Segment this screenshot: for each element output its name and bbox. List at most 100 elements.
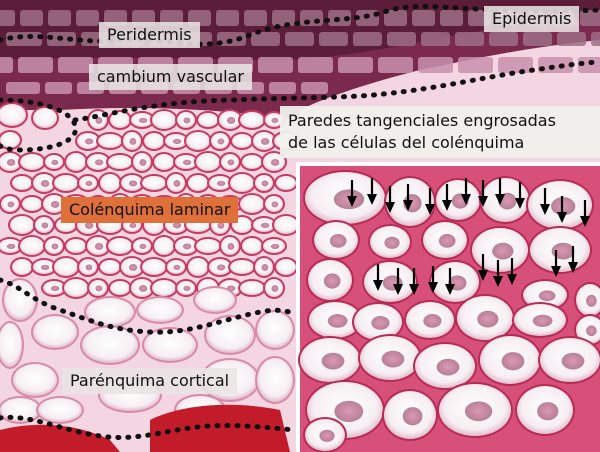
plant-cell (204, 315, 256, 355)
arrow-icon (403, 184, 413, 211)
plant-cell (11, 362, 59, 398)
dotted-boundary-left-cambium (0, 97, 79, 153)
arrow-icon (393, 268, 403, 295)
plant-cell (173, 153, 199, 171)
periderm-cell (578, 57, 600, 73)
periderm-cell (18, 57, 53, 73)
plant-cell (8, 214, 36, 236)
plant-cell (184, 130, 212, 152)
plant-cell (98, 172, 122, 194)
periderm-cell (421, 32, 450, 46)
plant-cell (87, 109, 109, 131)
plant-cell (0, 151, 23, 173)
plant-cell (173, 236, 199, 256)
periderm-cell (45, 82, 72, 94)
periderm-cell (20, 10, 43, 26)
plant-cell (303, 417, 347, 452)
periderm-cell (301, 82, 328, 94)
plant-cell (303, 170, 387, 226)
plant-cell (209, 131, 231, 151)
plant-cell (2, 278, 38, 322)
arrow-icon (551, 250, 561, 277)
plant-cell (31, 172, 57, 194)
periderm-cell (538, 57, 573, 73)
plant-cell (108, 279, 132, 297)
plant-cell (421, 220, 469, 260)
arrow-icon (367, 178, 377, 205)
plant-cell (382, 389, 438, 441)
plant-cell (121, 130, 143, 152)
periderm-cell (319, 32, 348, 46)
plant-cell (404, 300, 456, 340)
plant-cell (274, 257, 298, 277)
label-epidermis: Epidermis (484, 6, 580, 32)
plant-cell (272, 214, 300, 236)
plant-cell (131, 151, 153, 173)
plant-cell (10, 174, 34, 192)
plant-cell (85, 235, 111, 257)
periderm-cell (440, 10, 463, 26)
plant-cell (165, 172, 187, 194)
wall-arrows (347, 178, 590, 295)
plant-cell (0, 130, 22, 150)
plant-cell (230, 132, 254, 150)
periderm-cell (378, 57, 413, 73)
periderm-cell (418, 57, 453, 73)
plant-cell (251, 130, 277, 152)
plant-cell (255, 356, 295, 404)
label-peridermis: Peridermis (99, 22, 200, 48)
periderm-cell (455, 32, 484, 46)
plant-cell (219, 152, 241, 172)
plant-cell (129, 111, 155, 129)
plant-cell (217, 109, 243, 131)
periderm-cell (557, 32, 586, 46)
plant-cell (240, 236, 264, 256)
arrow-icon (428, 266, 438, 293)
arrow-icon (557, 196, 567, 223)
label-colenquima-laminar: Colénquima laminar (61, 197, 239, 223)
periderm-cell (300, 10, 323, 26)
plant-cell (358, 334, 422, 382)
plant-cell (62, 277, 90, 299)
plant-cell (186, 256, 210, 278)
label-tangential-walls-line2: de las células del colénquima (288, 133, 525, 152)
periderm-cell (591, 32, 600, 46)
plant-cell (142, 131, 166, 151)
plant-cell (119, 173, 145, 193)
periderm-cell (412, 10, 435, 26)
plant-cell (85, 152, 111, 172)
plant-cell (64, 237, 88, 255)
plant-cell (20, 195, 44, 213)
label-parenquima-cortical: Parénquima cortical (62, 368, 238, 394)
plant-cell (455, 294, 515, 342)
plant-cell (152, 235, 176, 257)
plant-cell (263, 111, 285, 129)
dotted-boundary-cambium (72, 59, 600, 123)
arrow-icon (493, 260, 503, 287)
plant-cell (77, 257, 99, 277)
periderm-cell (338, 57, 373, 73)
arrow-icon (478, 254, 488, 281)
plant-cell (140, 174, 168, 192)
plant-cell (0, 237, 23, 255)
plant-cell (142, 327, 198, 363)
plant-cell (136, 296, 184, 324)
plant-cell (33, 215, 55, 235)
plant-cell (41, 193, 67, 215)
bottom-left-red-tissue (0, 424, 120, 452)
arrow-icon (507, 258, 517, 285)
plant-cell (150, 109, 178, 131)
plant-cell (307, 300, 363, 340)
plant-cell (77, 174, 99, 192)
plant-cell (10, 257, 34, 277)
periderm-cell (489, 32, 518, 46)
plant-cell (207, 257, 233, 277)
plant-cell (163, 132, 189, 150)
periderm-cell (269, 82, 296, 94)
plant-cell (251, 216, 277, 234)
arrow-icon (461, 178, 471, 205)
plant-cell (434, 178, 482, 222)
periderm-cell (387, 32, 416, 46)
plant-cell (253, 256, 275, 278)
